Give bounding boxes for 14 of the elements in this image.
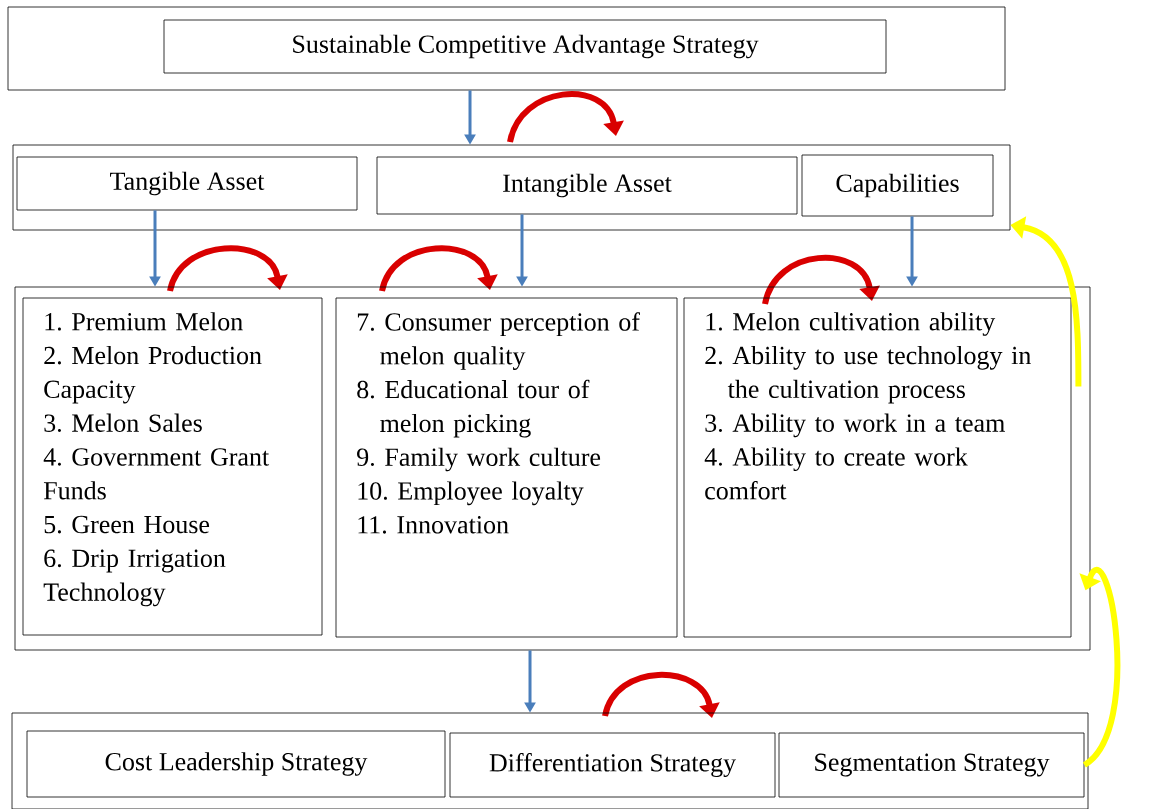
strategy-box: Segmentation Strategy (778, 732, 1085, 798)
list-box: 7. Consumer perception of melon quality 8. Educational tour of melon picking 9. Family work culture 10. Employee loyalty 11. Innovation (335, 297, 678, 638)
strategy-box: Cost Leadership Strategy (26, 730, 446, 798)
frame-box (14, 286, 1091, 651)
asset-box: Intangible Asset (376, 156, 798, 215)
strategy-box: Differentiation Strategy (449, 732, 776, 798)
frame-box (7, 6, 1006, 91)
title-box: Sustainable Competitive Advantage Strategy (163, 19, 887, 74)
asset-box: Tangible Asset (16, 156, 358, 211)
frame-box (12, 144, 1011, 231)
list-box: 1. Melon cultivation ability 2. Ability to use technology in the cultivation process 3. Ability to work in a team 4. Ability to create work comfort (683, 297, 1072, 638)
asset-box: Capabilities (801, 154, 994, 217)
list-box: 1. Premium Melon 2. Melon Production Capacity 3. Melon Sales 4. Government Grant Funds 5. Green House 6. Drip Irrigation Technology (22, 297, 323, 636)
frame-box (11, 712, 1089, 809)
